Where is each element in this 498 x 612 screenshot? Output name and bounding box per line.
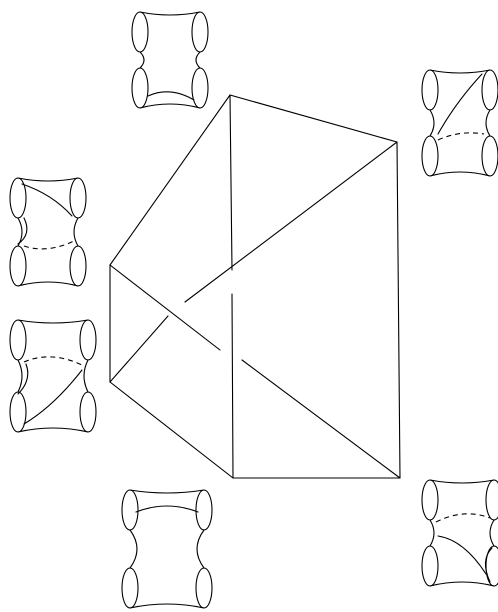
curve-diagonal	[24, 370, 82, 424]
edge-lower-left-diagonal	[110, 382, 233, 478]
boundary-circle-top-right	[70, 178, 86, 218]
prism-graph	[110, 95, 400, 478]
boundary-circle-top-right	[486, 480, 498, 520]
edge-top-left-right-upper	[230, 95, 397, 142]
surface-outline	[140, 12, 200, 108]
surface-figure-top	[132, 12, 208, 108]
boundary-circle-top-left	[10, 320, 26, 360]
boundary-circle-top-right	[482, 70, 498, 110]
boundary-circle-top-left	[422, 480, 438, 520]
boundary-circle-bottom-right	[192, 68, 208, 108]
boundary-circle-top-left	[122, 490, 138, 530]
boundary-circle-top-left	[422, 70, 438, 110]
curve-dashed	[436, 514, 490, 522]
boundary-circle-bottom-left	[10, 246, 26, 286]
edge-right-top-to-left-lower-b	[110, 316, 168, 382]
boundary-circle-bottom-left	[122, 568, 138, 608]
boundary-circle-bottom-left	[422, 546, 438, 586]
surface-figure-left-lower	[10, 320, 96, 432]
surface-outline	[130, 490, 204, 608]
curve-diagonal	[438, 74, 482, 134]
surface-figure-right-top	[422, 70, 498, 176]
boundary-circle-bottom-right	[196, 568, 212, 608]
curve-dashed	[438, 133, 484, 140]
boundary-circle-bottom-right	[80, 392, 96, 432]
boundary-circle-top-right	[196, 490, 212, 530]
boundary-circle-bottom-right	[486, 546, 498, 586]
surface-outline	[430, 480, 494, 586]
boundary-circle-bottom-right	[70, 246, 86, 286]
curve-dashed	[24, 357, 84, 366]
boundary-circle-bottom-left	[132, 68, 148, 108]
surface-figure-right-bottom	[422, 480, 498, 586]
surface-figure-left-upper	[10, 178, 86, 286]
boundary-circle-top-left	[132, 12, 148, 52]
edge-right-top-to-left-lower-a	[185, 142, 397, 302]
curve-diagonal	[438, 536, 486, 574]
edge-right-vertical	[397, 142, 400, 478]
surface-outline	[430, 70, 490, 176]
edge-left-lower-to-bottom-right-b	[242, 360, 400, 478]
edge-top-left-upper	[110, 95, 230, 265]
curve-arc	[148, 92, 194, 100]
curve-dashed	[24, 240, 76, 249]
edge-vertical-center-upper	[230, 95, 232, 270]
boundary-circle-top-right	[80, 320, 96, 360]
boundary-circle-bottom-left	[422, 136, 438, 176]
boundary-circle-bottom-right	[482, 136, 498, 176]
boundary-circle-top-right	[192, 12, 208, 52]
curve-diagonal	[22, 184, 72, 216]
curve-arc	[136, 506, 198, 512]
edge-vertical-center-lower	[232, 294, 233, 478]
surface-figure-bottom	[122, 490, 212, 608]
edge-left-lower-to-bottom-right-a	[110, 265, 220, 350]
boundary-circle-bottom-left	[10, 392, 26, 432]
